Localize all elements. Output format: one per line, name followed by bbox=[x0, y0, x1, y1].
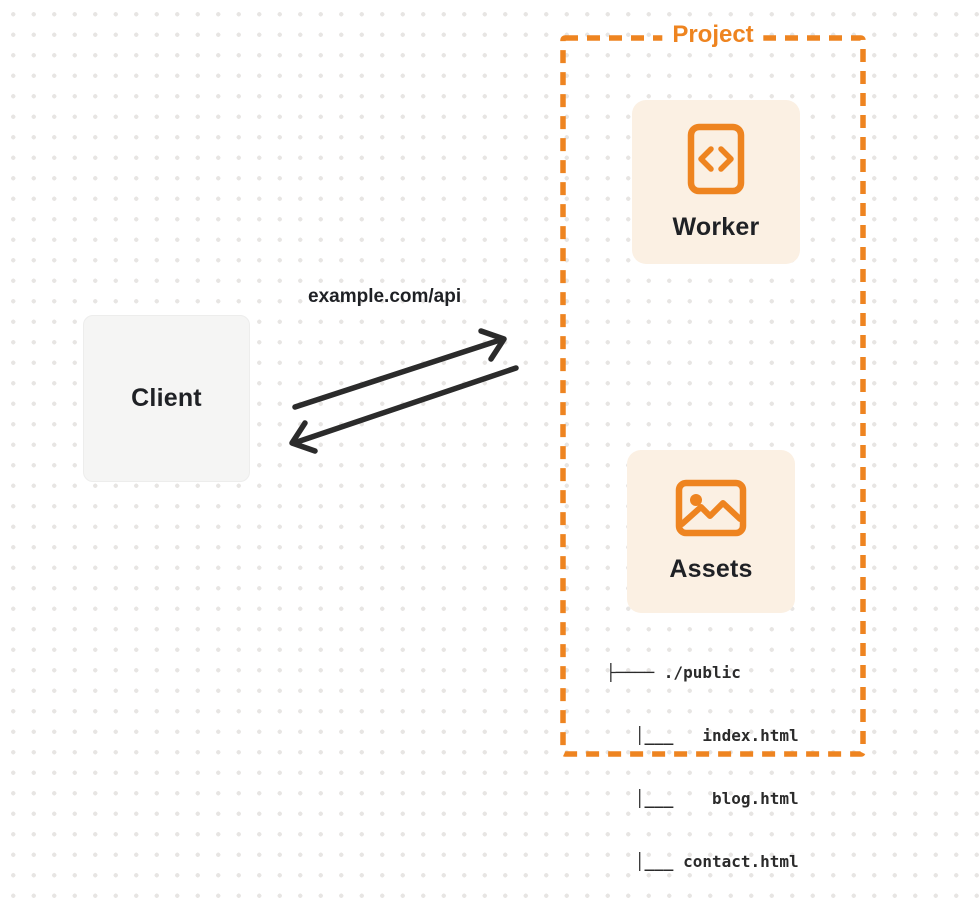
image-icon bbox=[675, 479, 747, 537]
project-container: Project Worker Assets ├──── ./public │__… bbox=[560, 21, 866, 871]
project-title: Project bbox=[662, 21, 764, 49]
file-tree-item-index: │___ index.html bbox=[606, 726, 799, 745]
file-tree-item-contact: │___ contact.html bbox=[606, 852, 799, 871]
file-tree-root: ├──── ./public bbox=[606, 663, 741, 682]
assets-node: Assets bbox=[627, 450, 795, 613]
assets-label: Assets bbox=[669, 555, 753, 583]
response-arrow-head bbox=[289, 420, 318, 454]
assets-file-tree: ├──── ./public │___ index.html │___ blog… bbox=[606, 620, 799, 914]
request-arrow-head bbox=[478, 328, 507, 362]
file-tree-item-blog: │___ blog.html bbox=[606, 789, 799, 808]
worker-node: Worker bbox=[632, 100, 800, 264]
client-label: Client bbox=[131, 384, 202, 412]
request-url-label: example.com/api bbox=[308, 286, 462, 307]
client-node: Client bbox=[83, 315, 250, 482]
worker-label: Worker bbox=[672, 212, 760, 241]
code-file-icon bbox=[687, 123, 745, 195]
response-arrow-line bbox=[294, 365, 519, 445]
request-arrow-line bbox=[292, 337, 503, 410]
